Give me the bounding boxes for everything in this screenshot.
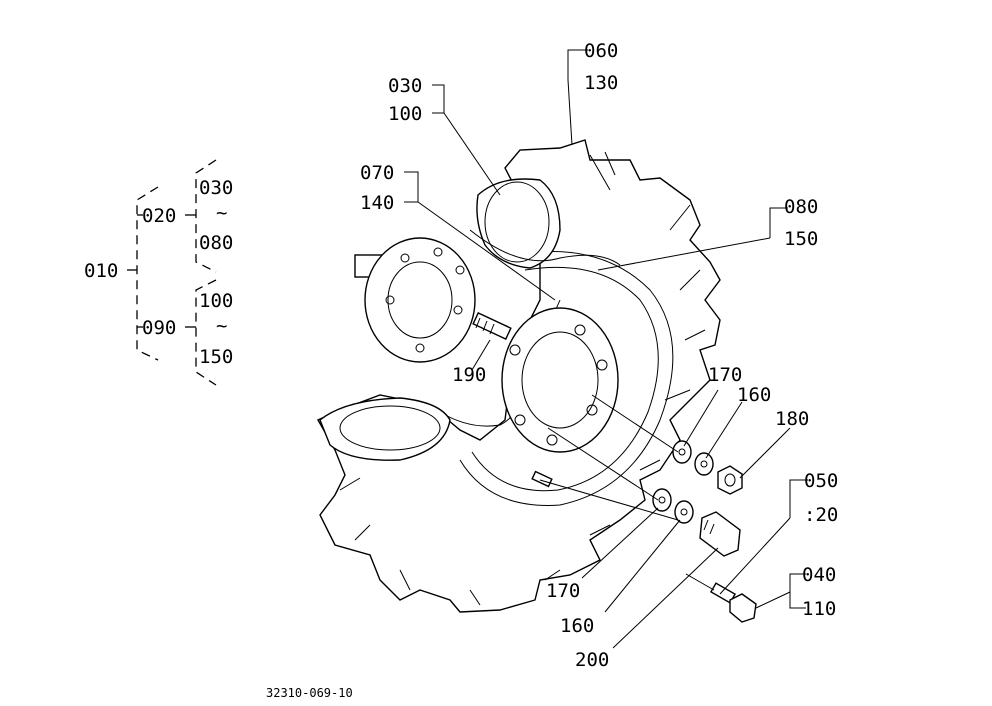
callout-label: 070 (360, 162, 394, 184)
callout-label: :20 (804, 504, 838, 526)
callouts: 030 100 060 130 070 140 080 150 190 170 … (360, 40, 838, 671)
valve-and-cap (685, 573, 757, 623)
callout-label: 130 (584, 72, 618, 94)
wheel-assembly-drawing (317, 139, 757, 623)
callout-label: 080 (784, 196, 818, 218)
rim-disk (501, 307, 619, 453)
tree-range-end: 150 (199, 346, 233, 368)
tree-range-tilde: ~ (216, 315, 227, 337)
callout-label: 160 (737, 384, 771, 406)
callout-label: 180 (775, 408, 809, 430)
callout-label: 200 (575, 649, 609, 671)
callout-label: 030 (388, 75, 422, 97)
tree-root-label: 010 (84, 260, 118, 282)
hardware-lower (652, 488, 741, 557)
callout-label: 110 (802, 598, 836, 620)
leader-lines (404, 49, 808, 649)
callout-label: 040 (802, 564, 836, 586)
callout-label: 150 (784, 228, 818, 250)
tree-bracket-020 (195, 159, 217, 273)
callout-label: 190 (452, 364, 486, 386)
tree-bracket-root (136, 186, 159, 361)
tree-range-start: 030 (199, 177, 233, 199)
callout-label: 170 (708, 364, 742, 386)
assembly-tree: 010 020 090 030 ~ 080 100 ~ 150 (84, 159, 233, 386)
tree-group-label: 020 (142, 205, 176, 227)
callout-label: 060 (584, 40, 618, 62)
document-number: 32310-069-10 (266, 686, 353, 700)
tree-range-end: 080 (199, 232, 233, 254)
stud-bolt (472, 312, 512, 340)
tube-cutaway (476, 178, 561, 269)
tree-bracket-090 (195, 279, 217, 386)
callout-label: 140 (360, 192, 394, 214)
callout-label: 050 (804, 470, 838, 492)
callout-label: 100 (388, 103, 422, 125)
rim-bolt-holes (509, 324, 608, 446)
hardware-upper (672, 440, 743, 495)
axle-flange (354, 237, 476, 363)
callout-label: 160 (560, 615, 594, 637)
tree-group-label: 090 (142, 317, 176, 339)
tree-range-tilde: ~ (216, 202, 227, 224)
tree-range-start: 100 (199, 290, 233, 312)
callout-label: 170 (546, 580, 580, 602)
